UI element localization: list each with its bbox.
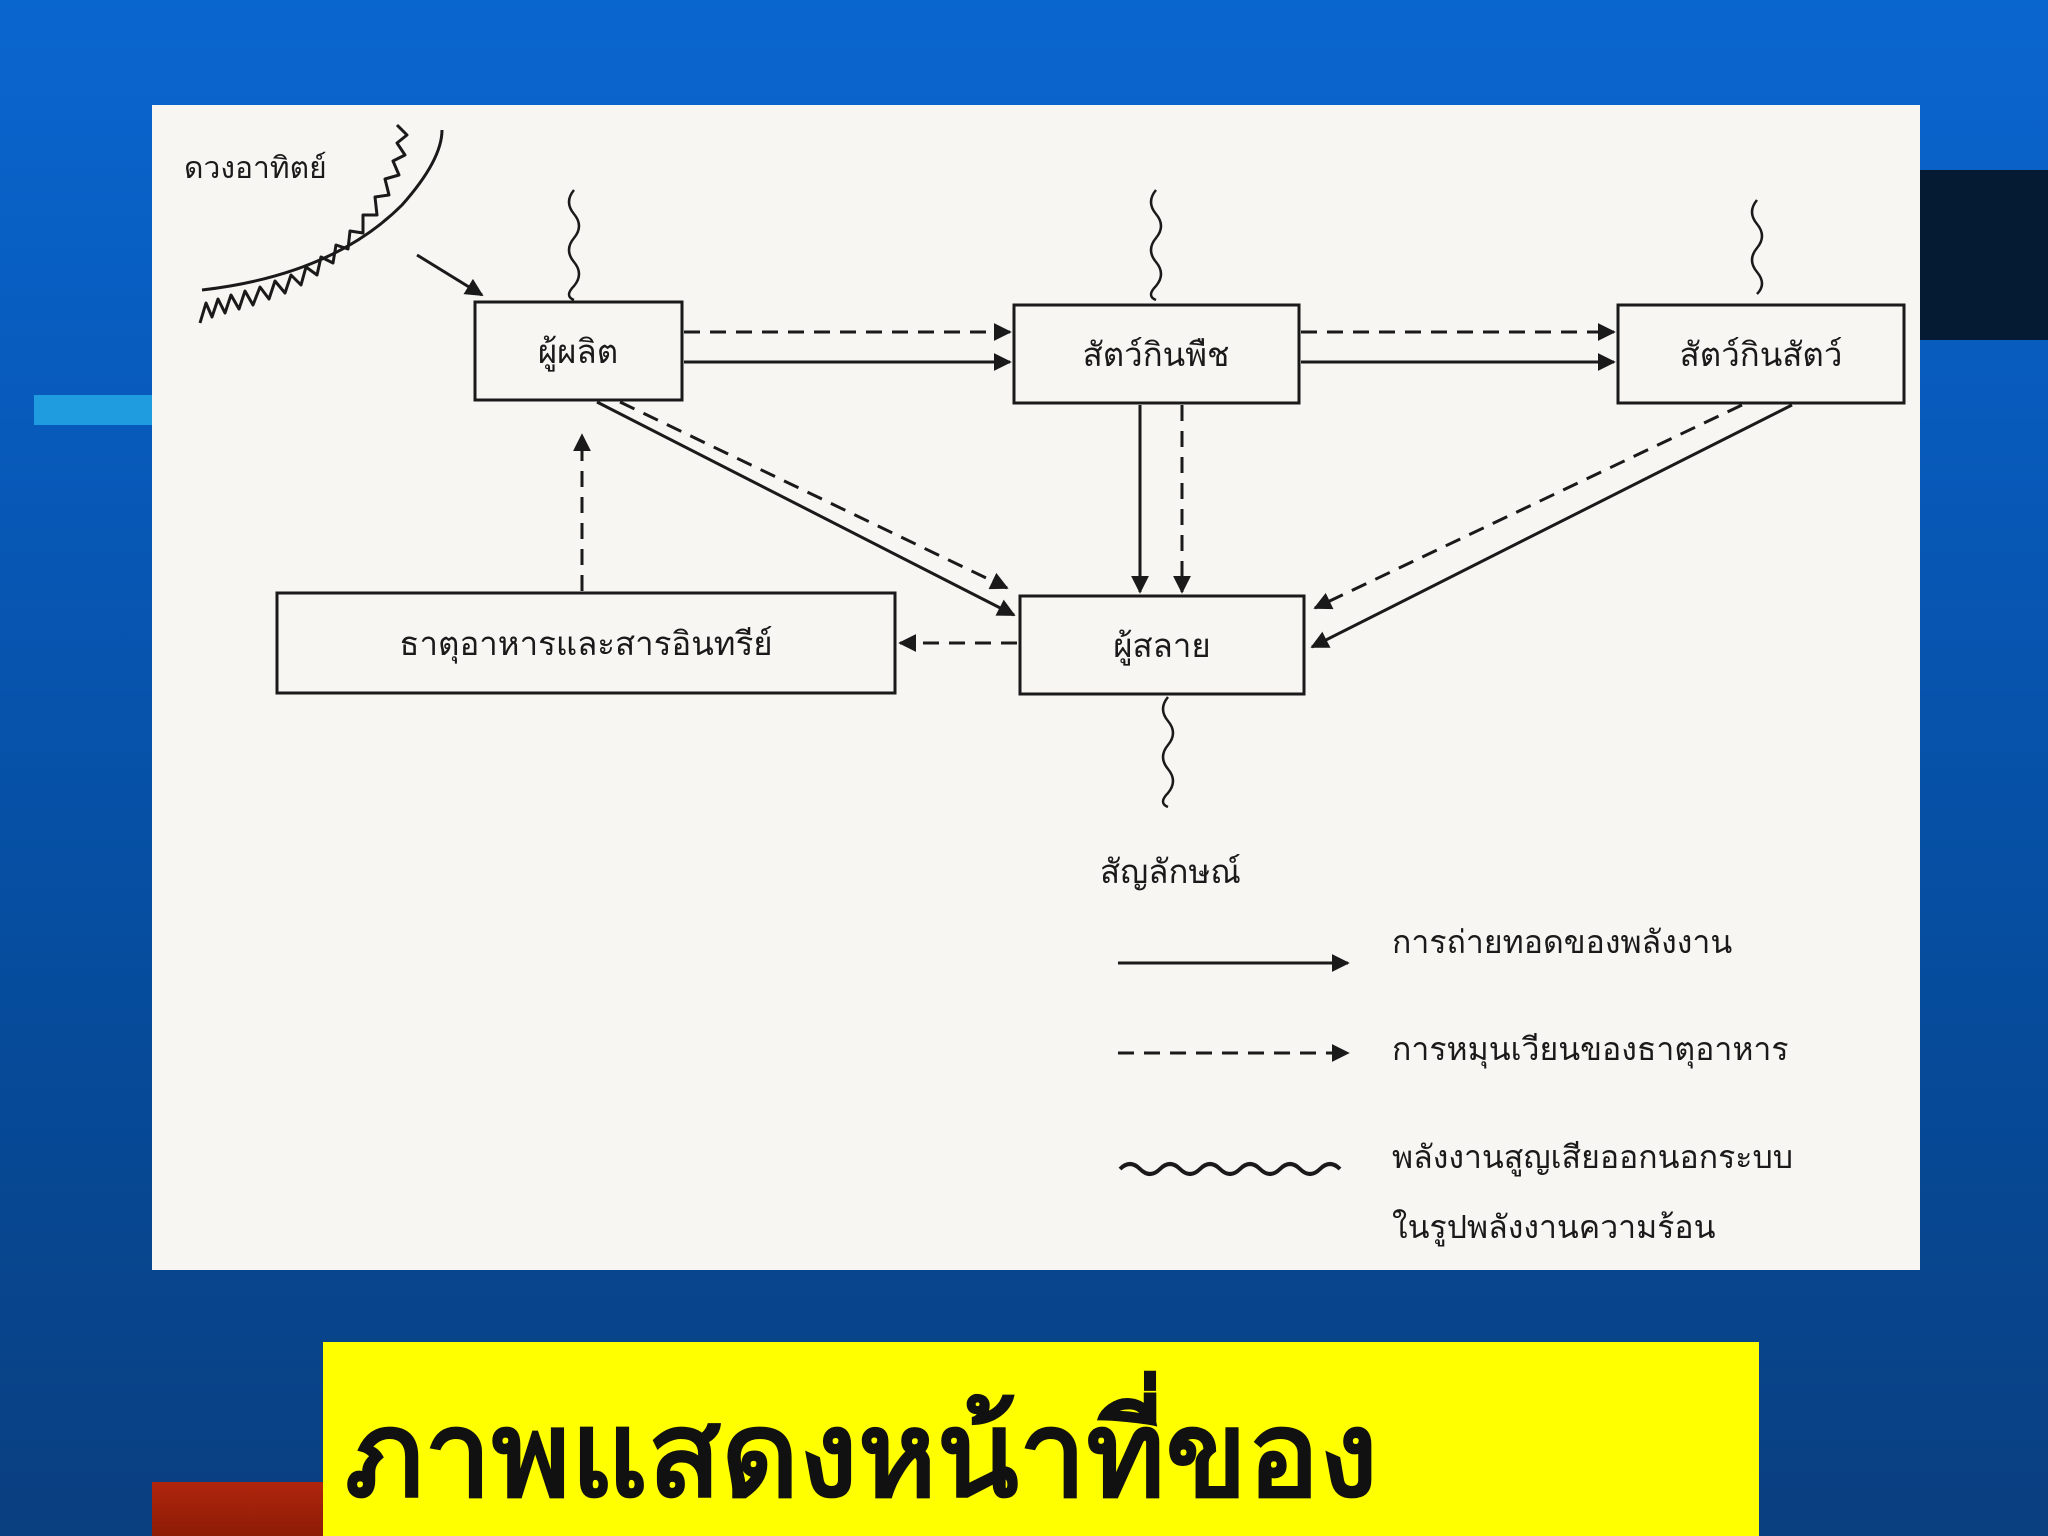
nutrient-arrows <box>573 323 1743 652</box>
carnivore-box <box>1616 303 1906 405</box>
carnivore-label: สัตว์กินสัตว์ <box>1680 335 1843 374</box>
legend-energy-transfer-label: การถ่ายทอดของพลังงาน <box>1392 923 1732 961</box>
ecosystem-diagram: ดวงอาทิตย์ ผู้ผลิต สัตว์กินพืช สัตว์กินส… <box>152 105 1920 1270</box>
producer-box <box>473 300 684 402</box>
energy-carnivore-to-decomposer <box>1310 403 1793 649</box>
caption-title: ภาพแสดงหน้าที่ของ <box>345 1386 1379 1525</box>
heat-loss-carnivore <box>1750 199 1764 295</box>
decorative-cyan-bar <box>34 395 154 425</box>
legend-title: สัญลักษณ์ <box>1100 852 1241 891</box>
herbivore-box <box>1012 303 1301 405</box>
nutrients-box <box>275 591 897 695</box>
sun-icon <box>198 123 444 324</box>
nutrient-carnivore-to-decomposer <box>1313 403 1743 610</box>
sun-label: ดวงอาทิตย์ <box>184 151 327 186</box>
decomposer-box <box>1018 594 1306 696</box>
producer-label: ผู้ผลิต <box>538 332 618 372</box>
heat-loss-producer <box>567 189 581 302</box>
decomposer-label: ผู้สลาย <box>1113 626 1211 666</box>
nutrients-label: ธาตุอาหารและสารอินทรีย์ <box>399 624 772 664</box>
sun-to-producer-arrow <box>416 253 484 297</box>
nutrient-producer-to-decomposer <box>619 400 1009 590</box>
legend-heat-loss-label-line1: พลังงานสูญเสียออกนอกระบบ <box>1392 1138 1793 1177</box>
caption-box: ภาพแสดงหน้าที่ของ <box>323 1342 1759 1536</box>
legend-nutrient-cycle-label: การหมุนเวียนของธาตุอาหาร <box>1392 1030 1789 1069</box>
heat-loss-herbivore <box>1149 189 1163 302</box>
heat-loss-decomposer <box>1161 696 1175 809</box>
decorative-dark-block <box>1905 170 2048 340</box>
heat-loss-lines <box>567 189 1764 809</box>
energy-arrows <box>596 353 1793 649</box>
legend-wavy-line <box>1118 1162 1342 1176</box>
decorative-red-block <box>152 1482 332 1536</box>
legend-heat-loss-label-line2: ในรูปพลังงานความร้อน <box>1392 1208 1716 1247</box>
energy-producer-to-decomposer <box>596 400 1016 617</box>
herbivore-label: สัตว์กินพืช <box>1083 335 1230 374</box>
